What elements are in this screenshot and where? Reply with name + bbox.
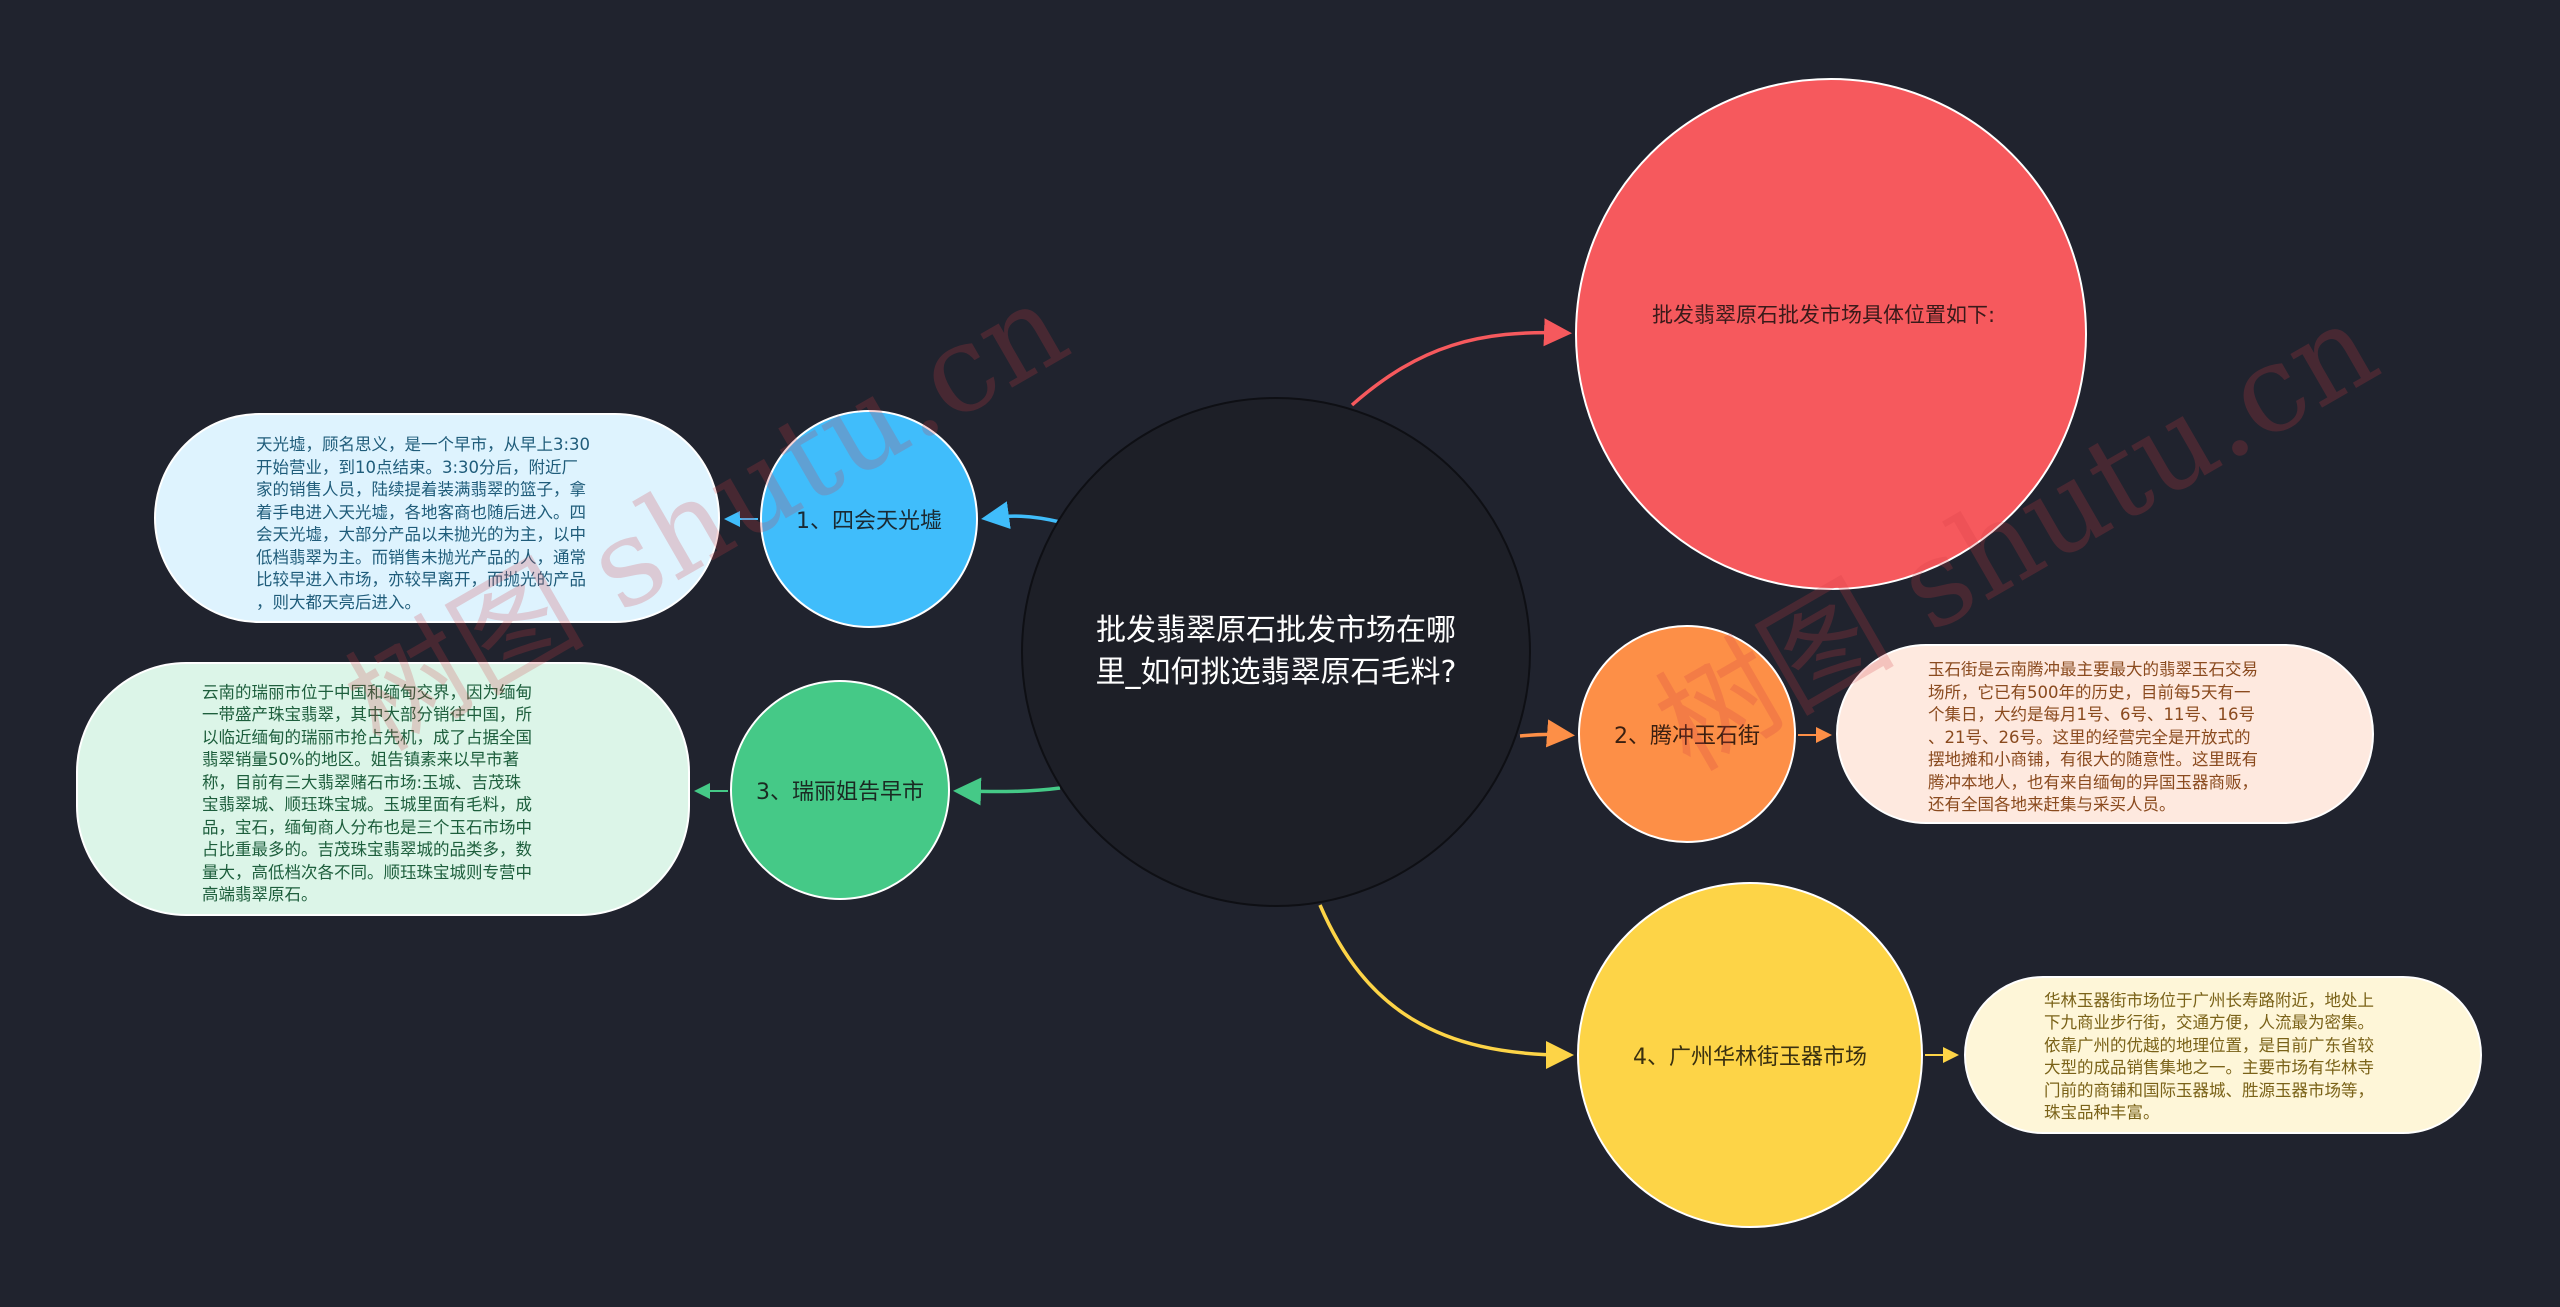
connector-top	[1350, 318, 1572, 407]
topic-location-intro[interactable]: 批发翡翠原石批发市场具体位置如下:	[1575, 78, 2087, 590]
topic-sihui-tianguangxu[interactable]: 1、四会天光墟	[760, 410, 978, 628]
topic-location-intro-label: 批发翡翠原石批发市场具体位置如下:	[1652, 303, 1996, 327]
connector-n1	[981, 501, 1061, 530]
detail-guangzhou-hualin[interactable]: 华林玉器街市场位于广州长寿路附近，地处上 下九商业步行街，交通方便，人流最为密集…	[1964, 976, 2482, 1134]
topic-tengchong-yushijie[interactable]: 2、腾冲玉石街	[1578, 625, 1796, 843]
detail-text: 玉石街是云南腾冲最主要最大的翡翠玉石交易 场所，它已有500年的历史，目前每5天…	[1928, 660, 2258, 815]
topic-label: 1、四会天光墟	[796, 509, 942, 534]
detail-tengchong-yushijie[interactable]: 玉石街是云南腾冲最主要最大的翡翠玉石交易 场所，它已有500年的历史，目前每5天…	[1836, 644, 2374, 824]
topic-label: 2、腾冲玉石街	[1614, 724, 1760, 749]
detail-ruili-jiegao[interactable]: 云南的瑞丽市位于中国和缅甸交界，因为缅甸 一带盛产珠宝翡翠，其中大部分销往中国，…	[76, 662, 690, 916]
detail-text: 云南的瑞丽市位于中国和缅甸交界，因为缅甸 一带盛产珠宝翡翠，其中大部分销往中国，…	[202, 682, 532, 905]
connector-n4	[1318, 904, 1574, 1069]
topic-label: 3、瑞丽姐告早市	[756, 780, 924, 805]
topic-guangzhou-hualin[interactable]: 4、广州华林街玉器市场	[1577, 882, 1923, 1228]
central-topic-label: 批发翡翠原石批发市场在哪里_如何挑选翡翠原石毛料?	[1095, 613, 1457, 690]
connector-n3	[953, 777, 1061, 806]
topic-ruili-jiegao[interactable]: 3、瑞丽姐告早市	[730, 680, 950, 900]
detail-text: 天光墟，顾名思义，是一个早市，从早上3:30 开始营业，到10点结束。3:30分…	[256, 435, 591, 612]
detail-sihui-tianguangxu[interactable]: 天光墟，顾名思义，是一个早市，从早上3:30 开始营业，到10点结束。3:30分…	[154, 413, 720, 623]
detail-text: 华林玉器街市场位于广州长寿路附近，地处上 下九商业步行街，交通方便，人流最为密集…	[2044, 990, 2374, 1123]
topic-label: 4、广州华林街玉器市场	[1633, 1045, 1867, 1070]
central-topic[interactable]: 批发翡翠原石批发市场在哪里_如何挑选翡翠原石毛料?	[1021, 397, 1531, 907]
connector-n2	[1519, 719, 1575, 748]
